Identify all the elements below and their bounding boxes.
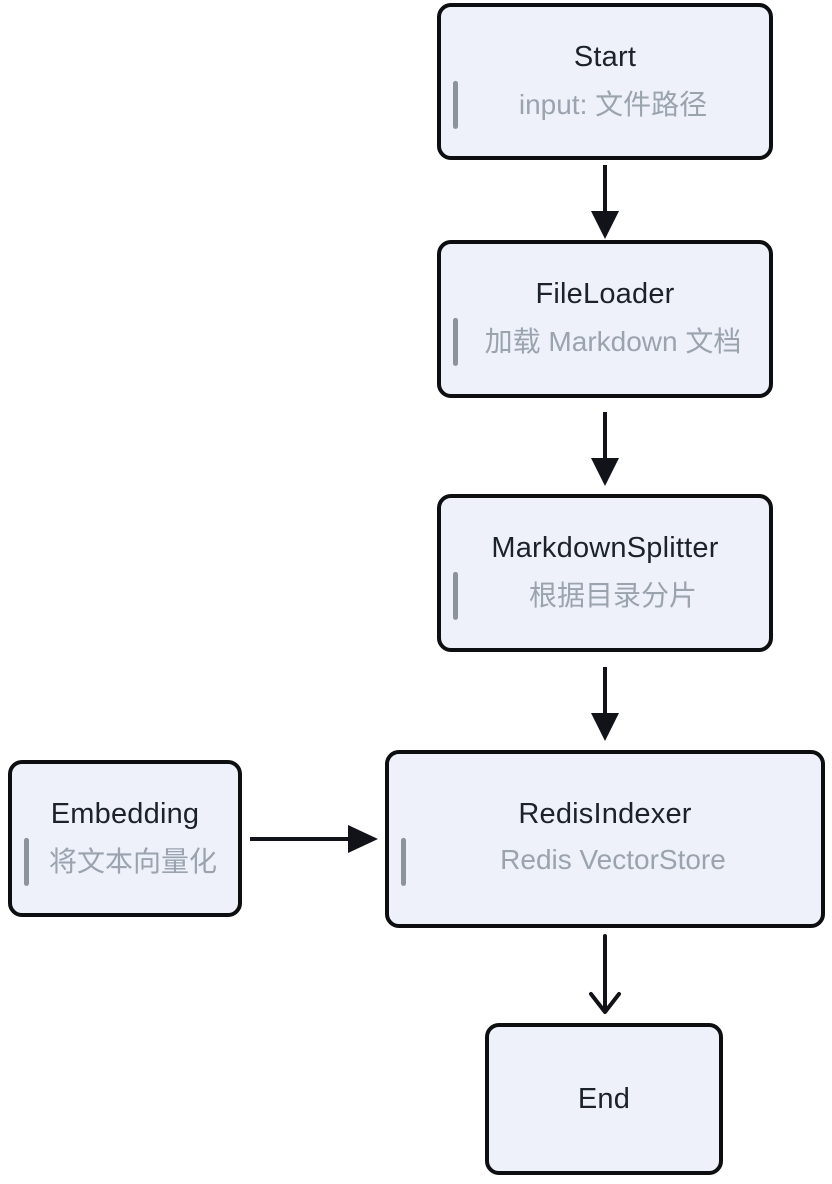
quote-bar xyxy=(24,837,29,886)
node-redis-indexer-title: RedisIndexer xyxy=(518,798,692,830)
node-start-subtitle: input: 文件路径 xyxy=(518,88,708,120)
node-file-loader-subtitle-row: 加载 Markdown 文档 xyxy=(441,317,769,366)
node-markdown-splitter-title: MarkdownSplitter xyxy=(491,532,719,564)
quote-bar xyxy=(453,571,458,620)
node-embedding-title: Embedding xyxy=(50,797,200,830)
node-file-loader-title: FileLoader xyxy=(535,278,675,310)
quote-bar xyxy=(401,837,406,886)
node-file-loader: FileLoader 加载 Markdown 文档 xyxy=(437,240,773,398)
node-embedding: Embedding 将文本向量化 xyxy=(8,760,242,917)
node-redis-indexer: RedisIndexer Redis VectorStore xyxy=(385,750,825,928)
node-markdown-splitter: MarkdownSplitter 根据目录分片 xyxy=(437,494,773,652)
node-end: End xyxy=(485,1023,723,1175)
node-redis-indexer-subtitle-row: Redis VectorStore xyxy=(389,837,821,886)
node-markdown-splitter-subtitle: 根据目录分片 xyxy=(528,580,697,611)
node-file-loader-subtitle: 加载 Markdown 文档 xyxy=(484,326,742,357)
node-markdown-splitter-subtitle-row: 根据目录分片 xyxy=(441,571,769,620)
arrow-start-to-fileloader-icon xyxy=(591,165,619,239)
arrow-fileloader-to-splitter-icon xyxy=(591,412,619,486)
arrow-splitter-to-redisindexer-icon xyxy=(591,667,619,741)
node-embedding-subtitle-row: 将文本向量化 xyxy=(12,837,238,886)
node-start-subtitle-row: input: 文件路径 xyxy=(441,80,769,129)
node-redis-indexer-subtitle: Redis VectorStore xyxy=(500,844,726,875)
node-embedding-subtitle: 将文本向量化 xyxy=(48,845,217,877)
quote-bar xyxy=(453,317,458,366)
node-start-title: Start xyxy=(573,40,637,73)
arrow-embedding-to-redisindexer-icon xyxy=(250,825,378,853)
arrow-redisindexer-to-end-icon xyxy=(589,934,621,1014)
quote-bar xyxy=(453,80,458,129)
node-start: Start input: 文件路径 xyxy=(437,3,773,160)
node-end-title: End xyxy=(577,1082,631,1115)
